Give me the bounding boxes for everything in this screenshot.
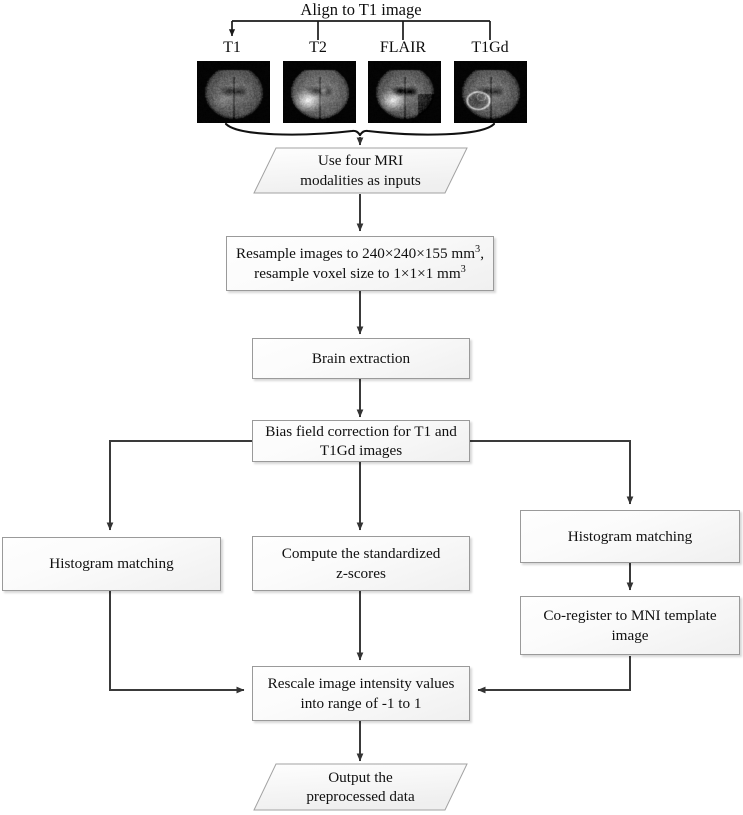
flow-arrows xyxy=(106,137,634,762)
modality-label-flair: FLAIR xyxy=(368,39,438,57)
node-resample-line1-sup: 3 xyxy=(475,243,481,255)
brain-image-flair xyxy=(368,61,441,123)
node-histogram-matching-right: Histogram matching xyxy=(520,510,740,563)
align-to-t1-label: Align to T1 image xyxy=(300,0,422,19)
parallelogram-shape-output xyxy=(253,763,468,811)
node-input-line1: Use four MRI xyxy=(317,152,404,170)
node-coregister-text: Co-register to MNI template image xyxy=(527,606,733,645)
align-to-t1-title: Align to T1 image xyxy=(232,0,490,20)
node-brain-extraction-text: Brain extraction xyxy=(311,349,411,367)
node-bias-field-line2: T1Gd images xyxy=(319,442,403,459)
modality-t1gd-text: T1Gd xyxy=(471,39,509,56)
node-brain-extraction: Brain extraction xyxy=(252,338,470,379)
parallelogram-shape-input xyxy=(253,147,468,194)
brain-image-t1 xyxy=(197,61,270,123)
node-resample-text: Resample images to 240×240×155 mm3, resa… xyxy=(233,244,487,283)
modality-t1-text: T1 xyxy=(223,39,241,56)
modality-label-t1: T1 xyxy=(197,39,267,57)
modality-t2-text: T2 xyxy=(309,39,327,56)
node-output-text: Output the preprocessed data xyxy=(306,768,414,807)
brain-image-t2 xyxy=(283,61,356,123)
align-bracket xyxy=(228,20,491,40)
node-zscore: Compute the standardized z-scores xyxy=(252,536,470,591)
node-coregister-line1: Co-register to MNI template xyxy=(543,607,717,625)
node-zscore-text: Compute the standardized z-scores xyxy=(259,544,463,583)
node-zscore-line2: z-scores xyxy=(336,564,386,582)
node-output-line2: preprocessed data xyxy=(306,788,415,805)
node-histogram-matching-right-text: Histogram matching xyxy=(567,527,693,545)
node-zscore-line1: Compute the standardized xyxy=(281,545,441,563)
modality-label-t2: T2 xyxy=(283,39,353,57)
node-resample-line2a: resample voxel size to 1×1×1 mm xyxy=(254,264,461,282)
node-resample-line1b: , xyxy=(480,245,484,263)
node-rescale-line1: Rescale image intensity values xyxy=(267,675,455,693)
node-bias-field-text: Bias field correction for T1 and T1Gd im… xyxy=(259,422,463,461)
node-coregister-mni: Co-register to MNI template image xyxy=(520,596,740,655)
node-rescale-line2: into range of -1 to 1 xyxy=(300,694,422,712)
node-input-line2: modalities as inputs xyxy=(300,171,421,189)
node-input-modalities: Use four MRI modalities as inputs xyxy=(253,147,468,194)
node-histogram-matching-left: Histogram matching xyxy=(2,537,221,591)
modality-label-t1gd: T1Gd xyxy=(455,39,525,57)
modality-flair-text: FLAIR xyxy=(379,39,427,56)
node-bias-field-line1: Bias field correction for T1 and xyxy=(265,422,457,440)
brain-image-t1gd xyxy=(454,61,527,123)
node-histogram-matching-left-text: Histogram matching xyxy=(49,555,174,573)
node-output: Output the preprocessed data xyxy=(253,763,468,811)
modality-brace xyxy=(224,122,496,137)
node-resample: Resample images to 240×240×155 mm3, resa… xyxy=(226,236,494,291)
node-coregister-line2: image xyxy=(611,626,649,644)
node-resample-line1a: Resample images to 240×240×155 mm xyxy=(236,245,476,263)
node-output-line1: Output the xyxy=(328,768,393,786)
node-rescale-text: Rescale image intensity values into rang… xyxy=(259,674,463,713)
node-rescale-intensity: Rescale image intensity values into rang… xyxy=(252,666,470,721)
node-resample-line2-sup: 3 xyxy=(460,263,466,275)
node-bias-field-correction: Bias field correction for T1 and T1Gd im… xyxy=(252,420,470,462)
node-input-text: Use four MRI modalities as inputs xyxy=(300,151,421,190)
